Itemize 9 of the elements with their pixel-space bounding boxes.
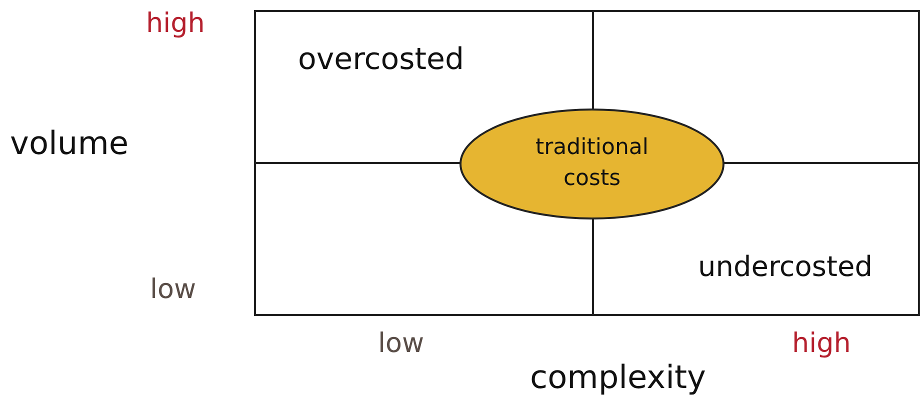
axis-end-label: low [150,274,196,305]
axis-end-label: low [378,328,424,359]
axis-end-label: high [792,328,851,359]
axis-title: volume [10,124,129,162]
axis-title: complexity [530,358,706,396]
quadrant-label: overcosted [298,42,464,77]
axis-end-label: high [146,8,205,39]
ellipse-label: traditional costs [534,134,650,193]
quadrant-label: undercosted [698,250,872,283]
